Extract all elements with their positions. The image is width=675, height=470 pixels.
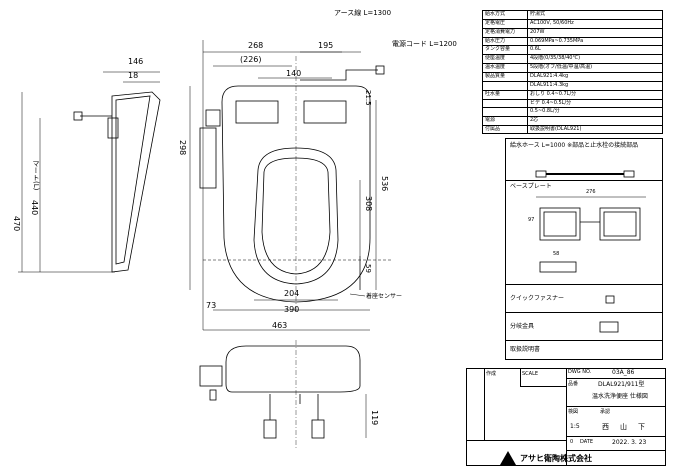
dwg-label: DWG NO. xyxy=(568,369,592,375)
dim-140: 140 xyxy=(286,69,302,78)
scale-label: SCALE xyxy=(522,371,539,377)
spec-value: DLAL921:4.4kg xyxy=(530,73,569,79)
accessory-table xyxy=(505,138,663,360)
dim-470: 470 xyxy=(12,216,21,232)
check-label: 検図 xyxy=(568,409,579,415)
spec-key: 付属品 xyxy=(485,126,501,133)
dwg-value: 03A_86 xyxy=(612,369,635,376)
side-label: マート(L) xyxy=(32,160,40,191)
spec-value: おしり 0.4~0.7L/分 xyxy=(530,90,577,97)
dim-73: 73 xyxy=(206,301,217,310)
dim-195: 195 xyxy=(318,41,334,50)
spec-key: 定格電圧 xyxy=(485,19,506,26)
dim-440: 440 xyxy=(30,200,39,216)
spec-value: DLAL911:4.3kg xyxy=(530,81,569,88)
dim-390: 390 xyxy=(284,305,300,314)
dim-308: 308 xyxy=(364,196,373,212)
dim-18: 18 xyxy=(128,71,139,80)
dim-146: 146 xyxy=(128,57,144,66)
name-1: 西 xyxy=(602,423,609,431)
manual-label: 取扱説明書 xyxy=(510,346,541,353)
plate-title: ベースプレート xyxy=(510,183,552,190)
date-label: DATE xyxy=(580,439,594,445)
approve-label: 承認 xyxy=(600,409,611,415)
seat-sensor-label: 着座センサー xyxy=(366,293,403,300)
earth-wire-label: アース線 L=1300 xyxy=(334,9,392,17)
name-label: 品番 xyxy=(568,381,579,387)
dim-298: 298 xyxy=(178,140,187,156)
spec-key: 給水圧力 xyxy=(485,37,506,44)
spec-value: 0.5~0.8L/分 xyxy=(530,108,560,115)
spec-key: 便座温度 xyxy=(485,55,506,62)
dim-536: 536 xyxy=(380,176,389,192)
spec-key: 吐水量 xyxy=(485,90,501,97)
spec-key: 製品質量 xyxy=(485,73,506,79)
spec-key: タンク容量 xyxy=(485,46,511,53)
dim-226: (226) xyxy=(240,55,262,64)
dim-268: 268 xyxy=(248,41,264,50)
spec-value: 0.069MPa~0.735MPa xyxy=(530,37,584,44)
spec-value: ビデ 0.4~0.5L/分 xyxy=(530,99,572,106)
dim-204: 204 xyxy=(284,289,300,298)
model-name: DLAL921/911型 xyxy=(598,381,645,388)
spec-key: 給水方式 xyxy=(485,11,506,17)
spec-key: 定格消費電力 xyxy=(485,28,516,35)
dim-463: 463 xyxy=(272,321,288,330)
spec-value: 取扱説明書(DLAL921) xyxy=(530,126,582,133)
spec-key: 電源 xyxy=(485,117,496,124)
spec-value: 207W xyxy=(530,28,545,35)
name-2: 山 xyxy=(620,423,627,431)
drawn-label: 作成 xyxy=(486,371,497,377)
spec-key: 温水温度 xyxy=(485,64,506,71)
fastener-label: クイックファスナー xyxy=(510,295,565,302)
date-value: 2022. 3. 23 xyxy=(612,439,647,446)
plate-dim-58: 58 xyxy=(553,251,560,257)
scale-value: 1:5 xyxy=(570,423,580,430)
spec-value: AC100V, 50/60Hz xyxy=(530,19,574,26)
power-cord-label: 電源コード L=1200 xyxy=(392,40,457,48)
spec-value: 貯湯式 xyxy=(530,11,546,17)
hose-title: 給水ホース L=1000 ※部品と止水栓の接続部品 xyxy=(510,142,639,149)
company-name: アサヒ衛陶株式会社 xyxy=(520,454,592,463)
rev-value: 0 xyxy=(570,439,574,445)
plate-dim-276: 276 xyxy=(586,189,596,195)
spec-value: 4段階(0/35/38/40℃) xyxy=(530,55,581,62)
spec-value: 0.6L xyxy=(530,46,541,53)
spec-value: 5段階(オフ/低温/中温/高温) xyxy=(530,64,593,71)
spec-value: 2芯 xyxy=(530,117,539,124)
valve-label: 分岐金具 xyxy=(510,323,535,330)
product-name: 温水洗浄便座 仕様図 xyxy=(592,393,648,400)
plate-dim-97: 97 xyxy=(528,217,535,223)
dim-21: 21.5 xyxy=(364,90,372,106)
dim-59: 59 xyxy=(364,264,372,273)
dim-119: 119 xyxy=(370,410,379,426)
name-3: 下 xyxy=(638,423,645,431)
